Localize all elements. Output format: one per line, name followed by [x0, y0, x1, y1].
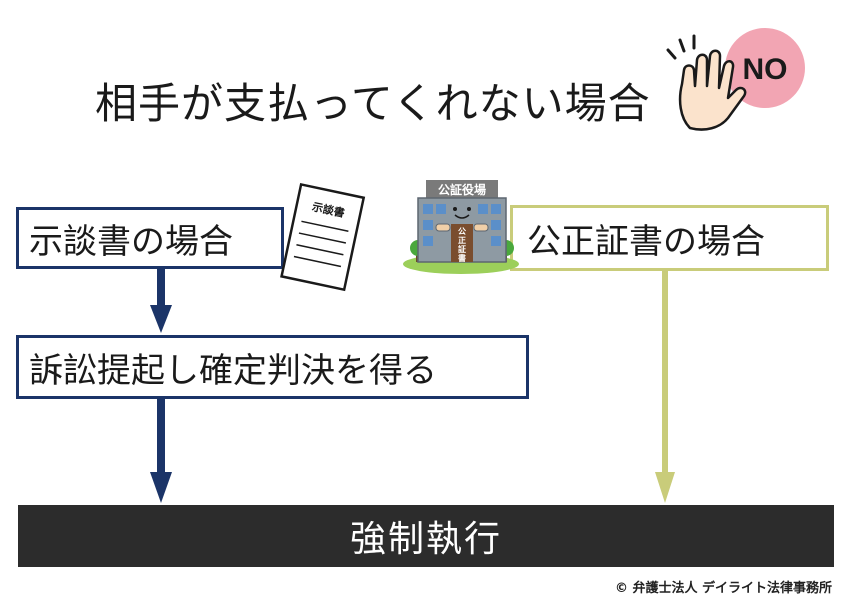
notarial-deed-label: 公正証書の場合 — [527, 221, 765, 262]
settlement-document-box: 示談書の場合 — [16, 207, 284, 269]
building-sign: 公証役場 — [438, 182, 486, 197]
motion-lines-icon — [666, 34, 696, 60]
page-title: 相手が支払ってくれない場合 — [95, 79, 651, 128]
building-face-icon — [453, 207, 471, 219]
no-badge-icon — [725, 28, 805, 108]
nameplate-char: 証 — [458, 244, 466, 254]
nameplate-char: 書 — [458, 253, 466, 263]
arrow-down-icon — [150, 269, 172, 333]
raised-hand-icon — [678, 49, 747, 131]
notarial-deed-box: 公正証書の場合 — [510, 205, 829, 271]
arrow-down-icon — [150, 399, 172, 503]
nameplate-icon — [451, 224, 473, 262]
settlement-document-label: 示談書の場合 — [29, 221, 233, 262]
lawsuit-judgment-box: 訴訟提起し確定判決を得る — [16, 335, 529, 399]
no-badge-label: NO — [743, 53, 788, 86]
document-icon: 示談書 — [280, 182, 366, 292]
lawsuit-judgment-label: 訴訟提起し確定判決を得る — [29, 350, 437, 391]
copyright-notice: © 弁護士法人 デイライト法律事務所 — [614, 581, 832, 596]
building-arms-icon — [435, 223, 489, 232]
nameplate-char: 正 — [458, 236, 466, 245]
compulsory-execution-label: 強制執行 — [349, 519, 502, 560]
building-sign-board — [426, 180, 498, 198]
compulsory-execution-bar: 強制執行 — [18, 505, 834, 567]
arrow-down-icon — [655, 271, 675, 503]
nameplate-char: 公 — [458, 227, 466, 236]
window-icons — [423, 204, 501, 246]
